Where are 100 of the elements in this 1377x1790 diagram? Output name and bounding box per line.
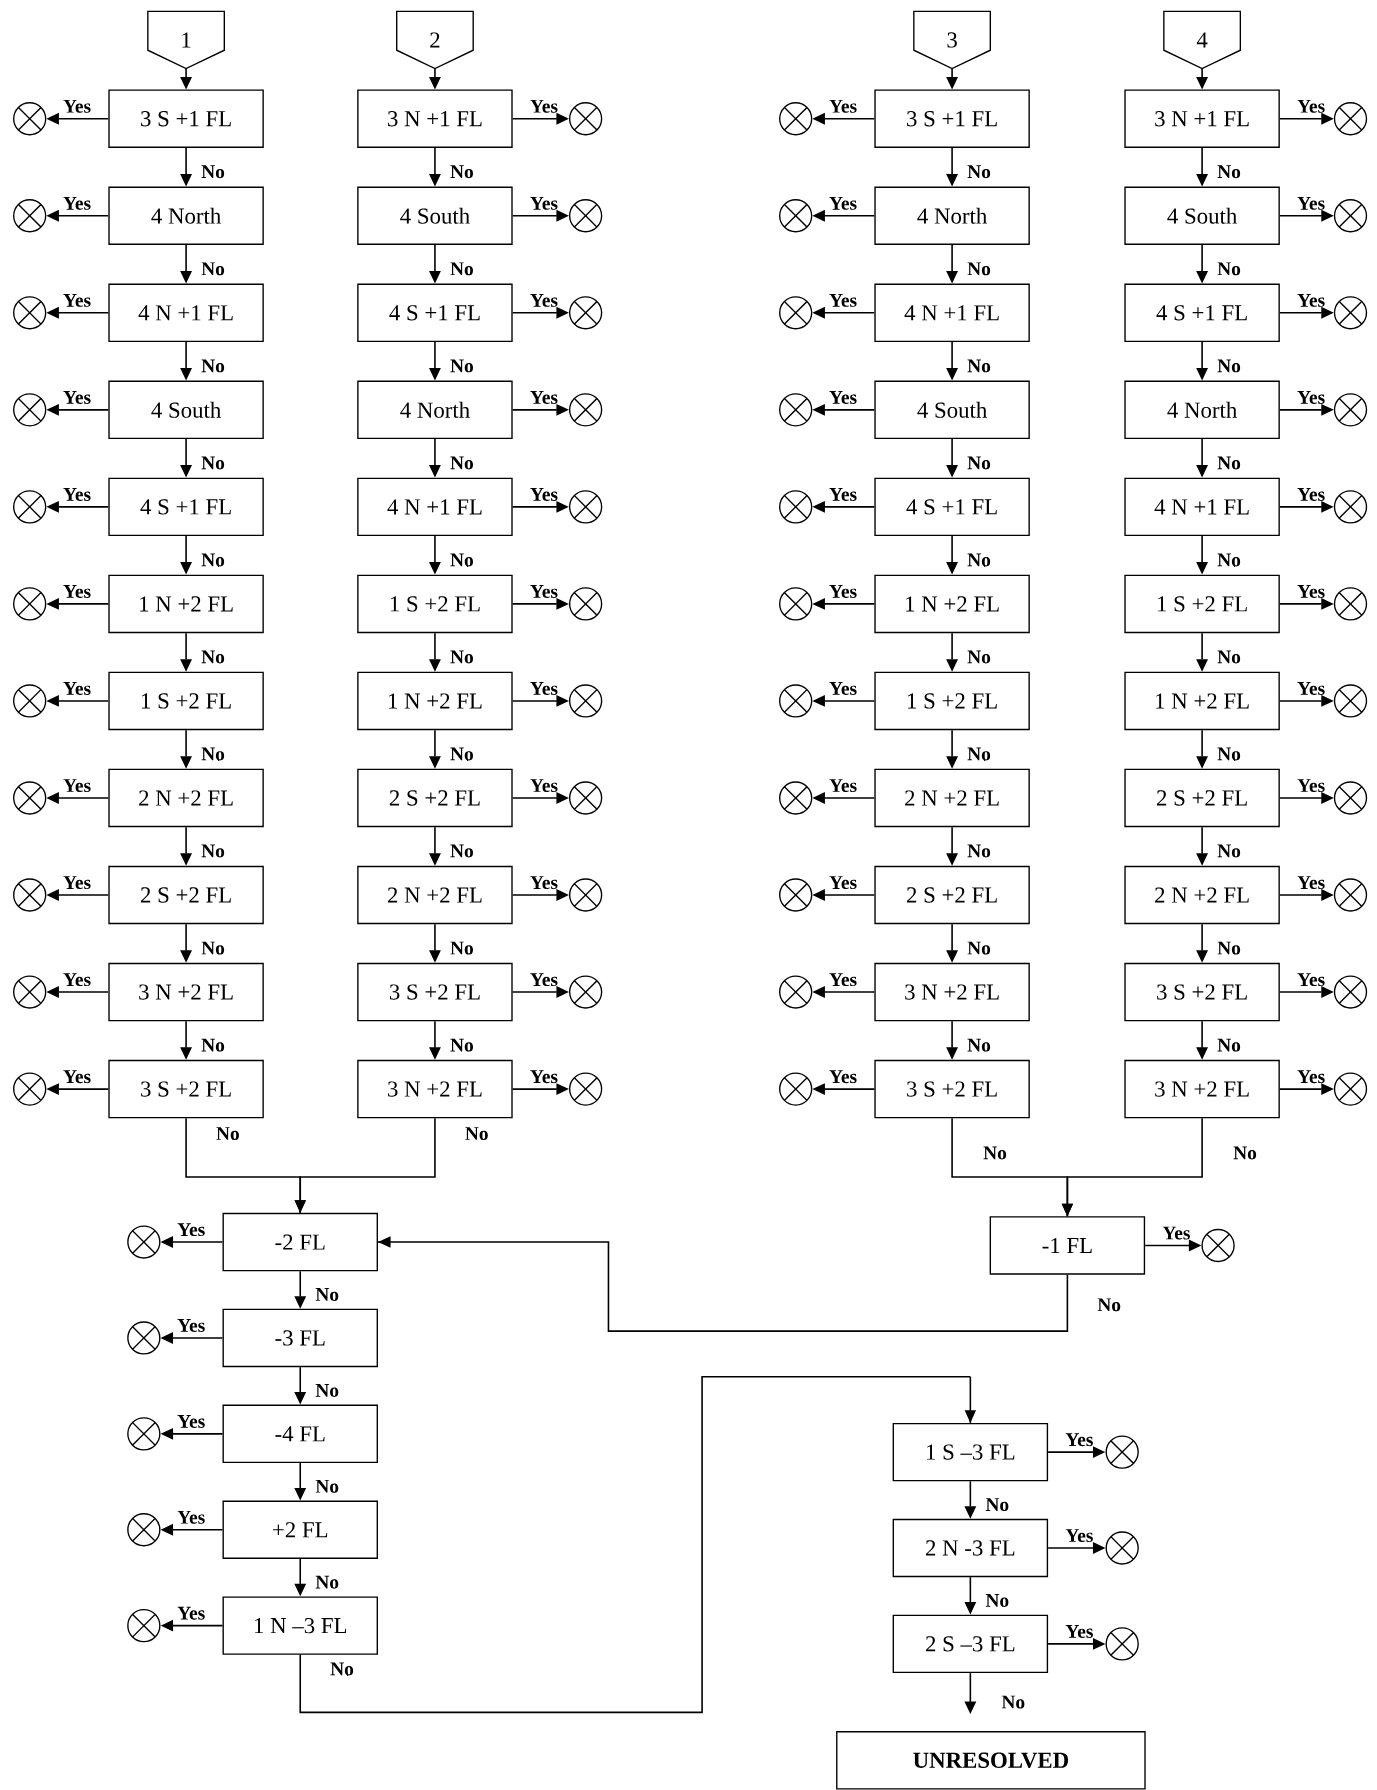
edge-label: No [450, 456, 474, 470]
edge-label: Yes [530, 391, 558, 404]
process-box: -3 FL [222, 1308, 379, 1368]
cross-circle [13, 296, 47, 330]
edge-label: No [967, 456, 991, 470]
cross-circle [13, 878, 47, 912]
cross-circle [1105, 1531, 1139, 1565]
cross-circle [779, 199, 813, 233]
edge-label: Yes [63, 391, 91, 404]
cross-circle [127, 1513, 161, 1547]
process-box: 2 N -3 FL [892, 1518, 1049, 1578]
edge-label: No [201, 456, 225, 470]
edge-label: Yes [530, 779, 558, 793]
edge-label: No [450, 1038, 474, 1052]
process-box: 4 South [874, 380, 1030, 440]
cross-circle [1333, 781, 1368, 815]
edge-label: Yes [530, 99, 558, 113]
cross-circle [127, 1608, 161, 1643]
process-box: -2 FL [222, 1212, 379, 1272]
edge-label: Yes [1297, 682, 1325, 695]
edge-label: Yes [1297, 196, 1325, 210]
edge-label: No [201, 553, 225, 567]
cross-circle [1333, 878, 1368, 912]
edge-label: No [450, 844, 474, 858]
edge-label: Yes [1065, 1625, 1094, 1638]
edge-label: Yes [1297, 99, 1325, 113]
process-box: 4 N +1 FL [357, 477, 513, 537]
cross-circle [569, 296, 603, 330]
cross-circle [13, 1072, 47, 1106]
edge-label: No [1001, 1695, 1025, 1709]
edge-label: No [1217, 456, 1241, 470]
cross-circle [1333, 296, 1368, 330]
edge-label: Yes [829, 488, 857, 501]
cross-circle [13, 781, 47, 815]
edge-label: No [967, 1038, 991, 1052]
edge-label: No [967, 941, 991, 955]
process-box: 3 S +1 FL [108, 89, 264, 148]
process-box: 4 North [874, 186, 1030, 245]
edge-label: No [1217, 1038, 1241, 1052]
edge-label: Yes [530, 196, 558, 210]
edge-label: Yes [829, 682, 857, 695]
process-box: 1 N +2 FL [357, 671, 513, 731]
edge-label: No [1233, 1146, 1257, 1160]
process-box: 3 S +2 FL [1124, 962, 1280, 1022]
edge-label: No [450, 262, 474, 276]
edge-label: Yes [177, 1319, 205, 1332]
process-box: 1 S +2 FL [874, 671, 1030, 731]
cross-circle [779, 1072, 813, 1106]
cross-circle [779, 975, 813, 1009]
edge-label: Yes [1162, 1226, 1191, 1240]
cross-circle [1333, 587, 1368, 621]
edge-label: No [450, 747, 474, 761]
edge-label: Yes [63, 682, 91, 695]
arrow [294, 1117, 436, 1214]
cross-circle [13, 975, 47, 1009]
edge-label: No [330, 1662, 354, 1676]
cross-circle [1333, 975, 1368, 1009]
entry-connector: 1 [147, 10, 226, 70]
cross-circle [13, 587, 47, 621]
edge-label: Yes [829, 391, 857, 404]
edge-label: Yes [530, 585, 558, 598]
process-box: 1 S +2 FL [108, 671, 264, 731]
edge-label: Yes [829, 1070, 857, 1084]
edge-label: No [967, 553, 991, 567]
cross-circle [569, 587, 603, 621]
edge-label: No [201, 262, 225, 276]
edge-label: Yes [1297, 1070, 1325, 1084]
edge-label: No [201, 747, 225, 761]
process-box: 4 N +1 FL [874, 283, 1030, 343]
edge-label: No [967, 747, 991, 761]
process-box: 4 South [1124, 186, 1280, 245]
edge-label: Yes [530, 876, 558, 890]
cross-circle [779, 490, 813, 524]
process-box: 2 N +2 FL [357, 865, 513, 925]
cross-circle [1333, 1072, 1368, 1106]
entry-connector: 2 [396, 10, 474, 70]
edge-label: No [983, 1146, 1007, 1160]
process-box: 2 N +2 FL [874, 768, 1030, 828]
edge-label: No [1217, 650, 1241, 664]
edge-label: No [450, 650, 474, 664]
cross-circle [779, 684, 813, 718]
edge-label: No [967, 650, 991, 664]
edge-label: Yes [829, 876, 857, 890]
edge-label: Yes [1297, 779, 1325, 793]
cross-circle [1201, 1228, 1235, 1263]
cross-circle [1333, 490, 1368, 524]
cross-circle [1333, 393, 1368, 427]
process-box: 3 S +2 FL [357, 962, 513, 1022]
edge-label: No [985, 1594, 1009, 1607]
cross-circle [127, 1225, 161, 1259]
entry-connector: 3 [913, 10, 992, 70]
edge-label: Yes [177, 1510, 205, 1524]
cross-circle [13, 199, 47, 233]
process-box: 3 S +2 FL [874, 1059, 1030, 1119]
edge-label: Yes [177, 1606, 205, 1620]
edge-label: No [201, 1038, 225, 1052]
edge-label: Yes [177, 1223, 205, 1237]
cross-circle [569, 1072, 603, 1106]
edge-label: No [967, 165, 991, 179]
process-box: 3 N +2 FL [874, 962, 1030, 1022]
